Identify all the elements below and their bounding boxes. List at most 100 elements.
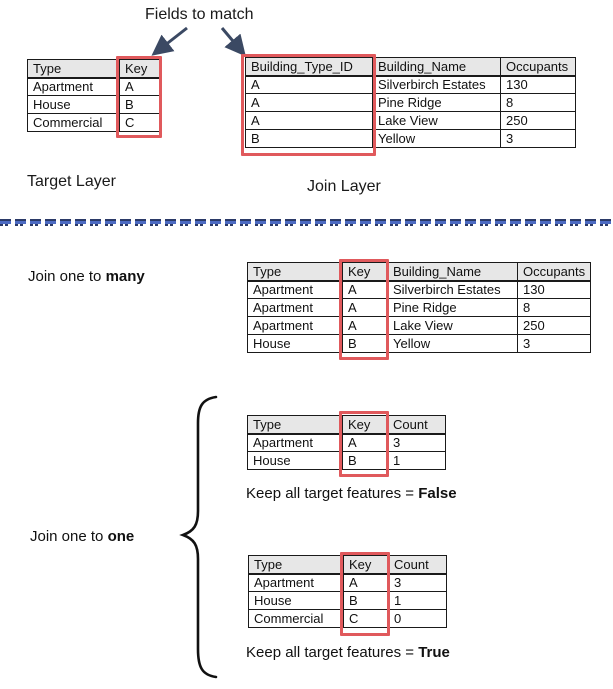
keep-true-caption: Keep all target features = True: [246, 644, 450, 661]
column-header: Building_Type_ID: [245, 57, 373, 77]
column-header: Building_Name: [372, 57, 501, 77]
table-cell: 3: [516, 334, 592, 353]
join-one-to-many-label: Join one to many: [28, 268, 145, 285]
table-cell: 8: [516, 298, 592, 317]
table-cell: Yellow: [387, 334, 518, 353]
table-cell: House: [247, 334, 343, 353]
table-cell: C: [119, 113, 160, 132]
table-cell: Apartment: [27, 77, 120, 96]
arrow-to-target-key-icon: [151, 26, 188, 56]
table-cell: House: [27, 95, 120, 114]
table-cell: B: [245, 129, 373, 148]
table-cell: C: [343, 609, 389, 628]
table-cell: A: [342, 316, 388, 335]
table-cell: A: [342, 280, 388, 299]
table-cell: A: [245, 111, 373, 130]
join-one-to-one-bold: one: [107, 528, 135, 545]
table-cell: 8: [500, 93, 576, 112]
column-header: Building_Name: [387, 262, 518, 282]
table-cell: A: [119, 77, 160, 96]
table-cell: 1: [387, 451, 446, 470]
table-cell: Apartment: [248, 573, 344, 592]
table-cell: 250: [500, 111, 576, 130]
table-cell: Lake View: [387, 316, 518, 335]
table-cell: 3: [388, 573, 447, 592]
keep-false-bold: False: [418, 485, 457, 502]
table-cell: B: [342, 334, 388, 353]
column-header: Type: [247, 415, 343, 435]
table-cell: Yellow: [372, 129, 501, 148]
table-cell: Apartment: [247, 280, 343, 299]
table-cell: Commercial: [27, 113, 120, 132]
arrow-to-join-key-icon: [220, 27, 246, 57]
table-cell: A: [343, 573, 389, 592]
keep-true-bold: True: [418, 644, 450, 661]
column-header: Count: [388, 555, 447, 575]
join-one-to-many-prefix: Join one to: [28, 268, 106, 285]
table-cell: B: [342, 451, 388, 470]
target-layer-label: Target Layer: [27, 173, 116, 190]
column-header: Type: [248, 555, 344, 575]
table-cell: Silverbirch Estates: [372, 75, 501, 94]
table-cell: Pine Ridge: [387, 298, 518, 317]
table-cell: A: [342, 298, 388, 317]
table-cell: Silverbirch Estates: [387, 280, 518, 299]
join-one-to-one-prefix: Join one to: [30, 528, 108, 545]
table-cell: Apartment: [247, 298, 343, 317]
table-cell: 3: [500, 129, 576, 148]
table-cell: A: [342, 433, 388, 452]
table-cell: 3: [387, 433, 446, 452]
table-cell: 0: [388, 609, 447, 628]
keep-false-caption: Keep all target features = False: [246, 485, 457, 502]
column-header: Key: [119, 59, 160, 79]
table-cell: A: [245, 75, 373, 94]
table-cell: Apartment: [247, 433, 343, 452]
table-cell: Pine Ridge: [372, 93, 501, 112]
table-cell: House: [247, 451, 343, 470]
table-cell: Apartment: [247, 316, 343, 335]
fields-to-match-title: Fields to match: [145, 6, 254, 23]
keep-false-prefix: Keep all target features =: [246, 485, 419, 502]
table-cell: A: [245, 93, 373, 112]
column-header: Type: [27, 59, 120, 79]
column-header: Occupants: [500, 57, 576, 77]
join-one-to-many-bold: many: [105, 268, 145, 285]
column-header: Occupants: [516, 262, 592, 282]
table-cell: 130: [500, 75, 576, 94]
column-header: Key: [343, 555, 389, 575]
join-layer-label: Join Layer: [307, 178, 381, 195]
column-header: Type: [247, 262, 343, 282]
table-cell: 130: [516, 280, 592, 299]
table-cell: B: [119, 95, 160, 114]
table-cell: House: [248, 591, 344, 610]
